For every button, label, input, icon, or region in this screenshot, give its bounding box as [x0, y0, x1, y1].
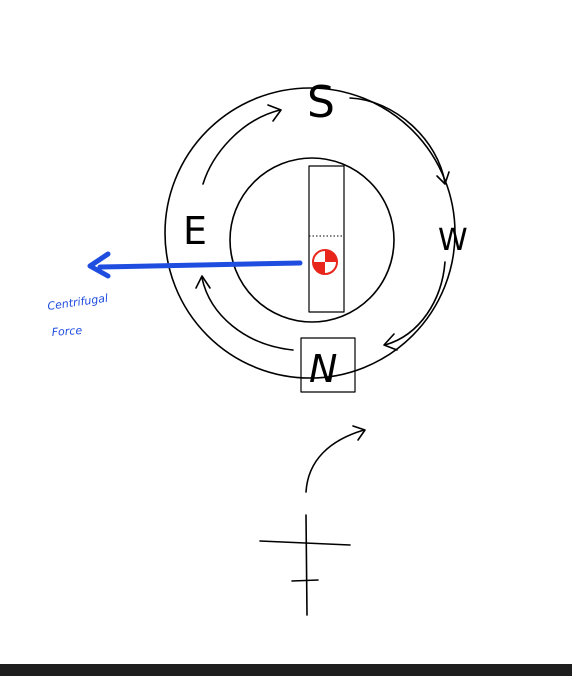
lower-curved-arrow — [305, 425, 366, 493]
rotation-arrows — [195, 97, 450, 351]
north-box — [300, 337, 356, 393]
force-label-line2: Force — [51, 324, 82, 339]
bottom-bar — [0, 664, 572, 676]
force-label-line1: Centrifugal — [47, 292, 109, 313]
label-east: E — [183, 209, 207, 253]
vertical-bar — [308, 165, 345, 313]
centrifugal-force-arrow — [87, 251, 303, 279]
center-of-mass-marker — [312, 249, 338, 275]
label-north: N — [309, 347, 337, 391]
label-south: S — [307, 77, 335, 128]
cross-symbol — [259, 514, 351, 616]
label-west: W — [438, 223, 468, 258]
outer-circle — [164, 87, 456, 379]
inner-circle — [229, 157, 395, 323]
